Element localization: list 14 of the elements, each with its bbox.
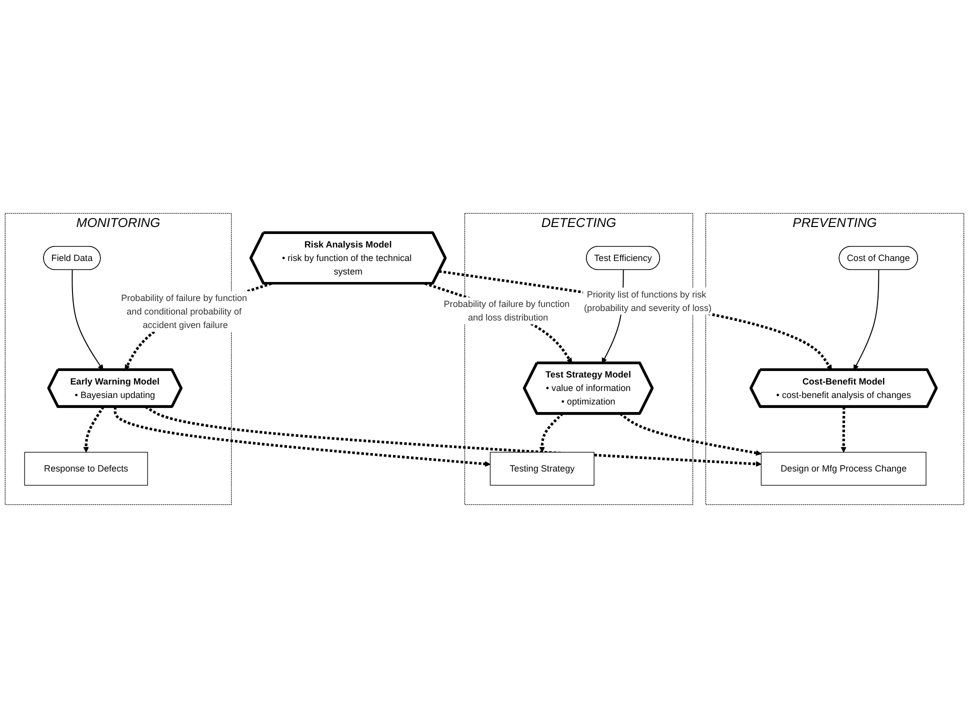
node-box: Testing Strategy xyxy=(490,452,594,486)
arrow xyxy=(72,269,104,370)
arrow xyxy=(840,406,846,452)
arrow xyxy=(114,406,490,467)
edge-label: Probability of failure by function and conditional probability of accident given failure xyxy=(121,292,248,330)
arrow xyxy=(620,412,762,456)
node-box: Design or Mfg Process Change xyxy=(760,452,926,486)
arrow xyxy=(83,406,104,452)
edge-label: Probability of failure by function and loss distribution xyxy=(444,298,570,322)
edge-label: Priority list of functions by risk (probability and severity of loss) xyxy=(584,288,712,313)
arrow xyxy=(144,406,762,467)
arrow xyxy=(854,269,880,370)
node-box: Response to Defects xyxy=(24,452,148,486)
arrow xyxy=(539,412,564,452)
